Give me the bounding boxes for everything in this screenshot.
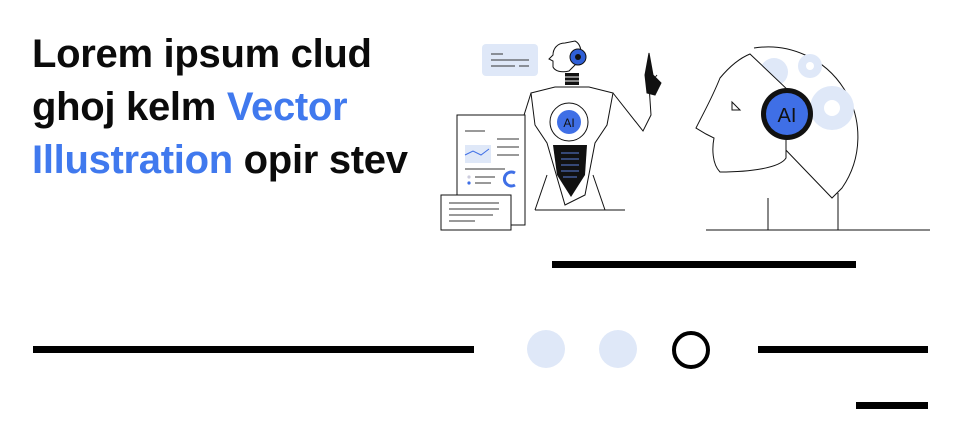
document-icon xyxy=(440,114,526,231)
divider-top xyxy=(552,261,856,268)
ai-head-illustration: AI xyxy=(695,46,930,231)
speech-bubble-icon xyxy=(482,44,538,76)
divider-short xyxy=(856,402,928,409)
headline-text-2: opir stev xyxy=(232,138,408,182)
pagination-dot-active[interactable] xyxy=(672,331,710,369)
robot-ai-badge: AI xyxy=(563,116,574,130)
headline: Lorem ipsum clud ghoj kelm Vector Illust… xyxy=(32,28,432,187)
robot-illustration: AI xyxy=(440,40,662,231)
headline-accent: Vector Illustration xyxy=(32,85,348,182)
headline-text-1: Lorem ipsum clud ghoj kelm xyxy=(32,32,372,129)
pagination-dot-2[interactable] xyxy=(599,330,637,368)
head-ai-badge: AI xyxy=(778,105,797,127)
divider-right xyxy=(758,346,928,353)
divider-left xyxy=(33,346,474,353)
pagination-dot-1[interactable] xyxy=(527,330,565,368)
